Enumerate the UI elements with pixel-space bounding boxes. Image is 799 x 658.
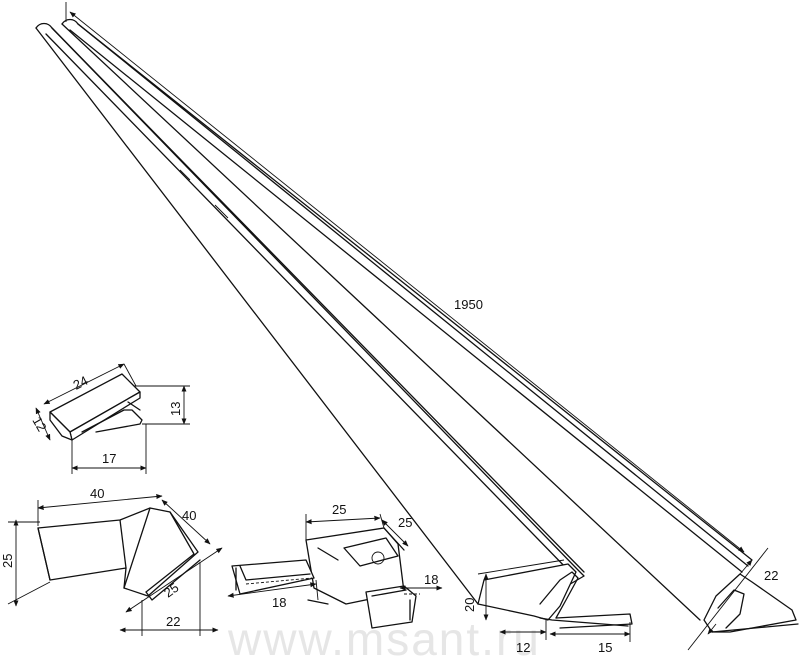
dim-corner-base: 22 bbox=[119, 562, 219, 636]
dim-25-conn-top-label: 25 bbox=[332, 502, 346, 517]
dim-endcap-depth: 12 bbox=[29, 407, 51, 441]
dim-40-side-label: 40 bbox=[182, 508, 196, 523]
dim-endcap-width: 17 bbox=[71, 424, 147, 474]
dim-profile-height: 20 bbox=[462, 559, 565, 621]
dim-18-right-label: 18 bbox=[424, 572, 438, 587]
dim-connector-side: 25 bbox=[381, 515, 412, 547]
dim-connector-top: 25 bbox=[305, 502, 385, 540]
dim-40-top-label: 40 bbox=[90, 486, 104, 501]
dim-24-label: 24 bbox=[71, 373, 91, 393]
dim-1950: 1950 bbox=[65, 2, 745, 553]
dim-15-label: 15 bbox=[598, 640, 612, 655]
dim-corner-side: 40 bbox=[161, 499, 211, 545]
end-cap bbox=[49, 373, 143, 441]
dim-connector-right: 18 bbox=[399, 572, 443, 591]
dim-25-conn-side-label: 25 bbox=[398, 515, 412, 530]
dim-12-cap-label: 12 bbox=[29, 414, 49, 434]
dim-25-wing-label: 25 bbox=[161, 580, 182, 601]
dim-profile-flange: 15 bbox=[549, 622, 631, 655]
dim-17-label: 17 bbox=[102, 451, 116, 466]
dim-22-top-label: 22 bbox=[764, 568, 778, 583]
dim-18-left-label: 18 bbox=[272, 595, 286, 610]
dim-22-base-label: 22 bbox=[166, 614, 180, 629]
dim-25-corner-label: 25 bbox=[0, 554, 15, 568]
dim-20-label: 20 bbox=[462, 598, 477, 612]
dim-1950-label: 1950 bbox=[454, 297, 483, 312]
dim-13-label: 13 bbox=[168, 402, 183, 416]
dim-corner-length: 40 bbox=[37, 486, 163, 526]
dim-connector-left: 18 bbox=[227, 579, 319, 610]
dim-12-label: 12 bbox=[516, 640, 530, 655]
dim-endcap-length: 24 bbox=[43, 363, 137, 405]
dim-profile-base: 12 bbox=[499, 620, 547, 655]
dim-corner-height: 25 bbox=[0, 519, 51, 607]
dim-profile-top: 22 bbox=[687, 547, 778, 651]
dim-endcap-height: 13 bbox=[134, 385, 190, 425]
